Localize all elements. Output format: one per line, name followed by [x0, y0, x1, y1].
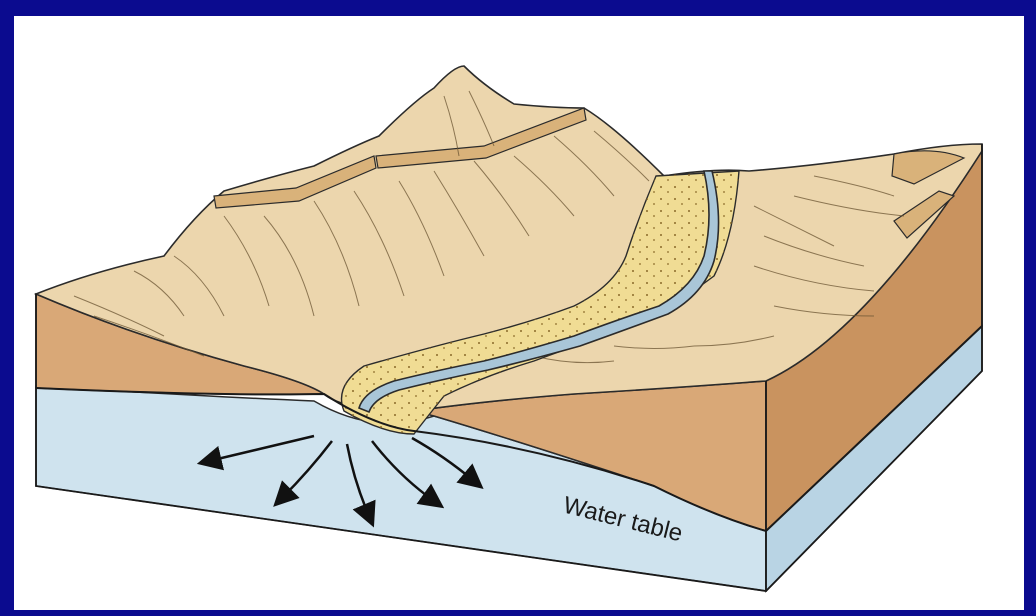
losing-stream-block-diagram: Water table	[14, 16, 1024, 610]
diagram-panel: Water table	[14, 16, 1024, 610]
